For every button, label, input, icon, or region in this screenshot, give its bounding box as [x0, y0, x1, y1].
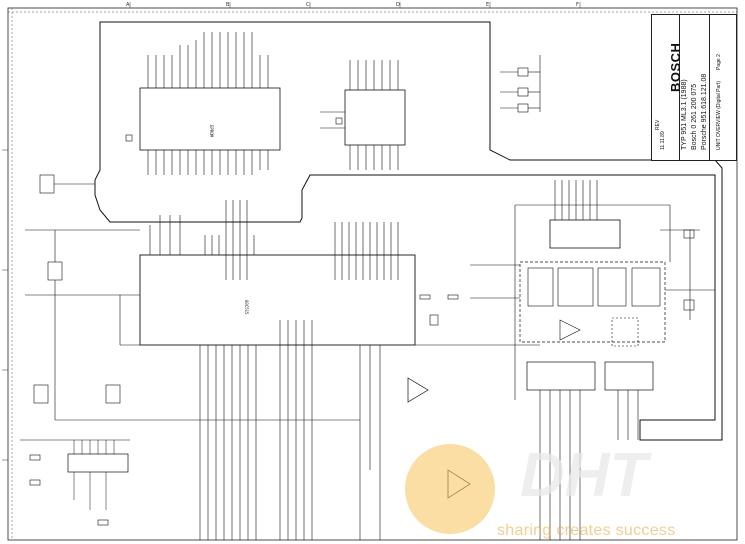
block-output-stage-2 [604, 361, 654, 391]
watermark-logo-text: DHT [520, 441, 648, 510]
watermark-logo [405, 444, 495, 534]
crystal-q1 [429, 314, 439, 326]
chip-eprom-label: EPROM [209, 125, 214, 138]
block-interface-frame [519, 261, 666, 343]
watermark-slogan: sharing creates success [497, 522, 676, 539]
mcu-bottom-pins [199, 320, 540, 540]
mcu-top-pins [149, 200, 399, 280]
right-block-wires [470, 180, 715, 540]
left-relays [20, 174, 360, 441]
title-line-2: Bosch 0 261 200 075 [691, 83, 698, 150]
cap-c102 [335, 117, 343, 125]
grid-label-f: F [576, 2, 579, 8]
title-line-1: TYP 951 ML3.1 (1988) [681, 79, 688, 150]
title-page: Page 2 [716, 54, 722, 70]
chip-driver-left [67, 453, 129, 473]
block-regulator [549, 219, 621, 249]
grid-label-a: A [126, 2, 130, 8]
block-output-stage [526, 361, 596, 391]
title-block [651, 14, 737, 161]
comparator-right [559, 319, 581, 341]
chip-mcu [139, 254, 416, 346]
title-line-4: UNIT OVERVIEW (Digital Part) [716, 81, 722, 150]
relay-group-top-right [500, 55, 541, 113]
eprom-pins [147, 32, 269, 175]
grid-label-e: E [486, 2, 489, 8]
cap-c101 [125, 134, 133, 142]
sheet-frame [7, 7, 738, 541]
chip-latch [344, 89, 406, 146]
block-interface-a [527, 267, 554, 307]
opamp-center [407, 377, 429, 403]
resistor-left-3 [97, 519, 109, 526]
title-date: 11.11.89 [660, 131, 666, 150]
relay-right-b [683, 299, 695, 311]
address-bus-outline [94, 21, 723, 441]
grid-ticks-left [2, 149, 8, 461]
block-interface-b [557, 267, 594, 307]
latch-pins [320, 60, 399, 170]
block-small-ic [611, 317, 639, 347]
title-rev: REV [655, 119, 661, 130]
grid-label-d: D [396, 2, 400, 8]
chip-eprom [139, 87, 281, 151]
title-line-3: Porsche 951.618.121.08 [701, 73, 708, 150]
block-interface-c [597, 267, 627, 307]
cap-c202 [447, 294, 459, 300]
cap-c201 [419, 294, 431, 300]
chip-mcu-label: 80C515 [244, 300, 249, 315]
block-watchdog [631, 267, 661, 307]
grid-ticks-top [129, 2, 581, 8]
grid-label-c: C [306, 2, 310, 8]
driver-left-pins [73, 440, 115, 510]
resistor-left-2 [29, 479, 41, 486]
resistor-left-1 [29, 454, 41, 461]
relay-right-a [683, 229, 695, 239]
grid-label-b: B [226, 2, 230, 8]
